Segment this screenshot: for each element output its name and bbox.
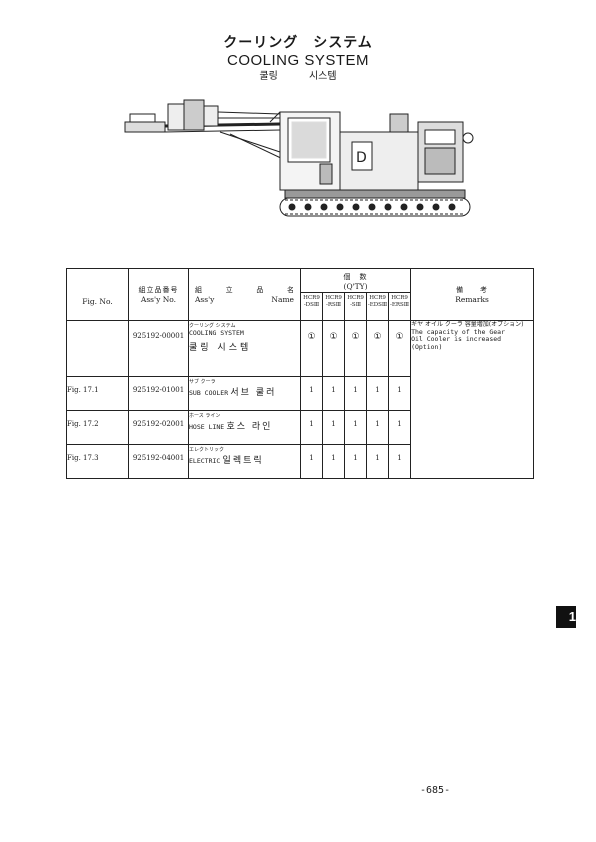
header-assy-name-jp-char-1: 組 [195, 285, 202, 294]
assy-name-ko: 쿨링 시스템 [189, 343, 252, 353]
svg-text:D: D [356, 150, 367, 166]
header-assy-name-jp-char-3: 品 [256, 285, 264, 294]
header-qty-en: (Q'TY) [343, 282, 368, 291]
header-qty-jp: 個 数 [343, 273, 368, 281]
assy-name-ko: 호스 라인 [226, 422, 273, 432]
cell-assy-no: 925192-04001 [128, 444, 189, 479]
cell-qty: 1 [366, 376, 389, 411]
cell-fig: Fig. 17.3 [66, 444, 129, 479]
qty-col-2-line1: HCR9 [325, 295, 342, 301]
header-assy-no-en: Ass'y No. [140, 294, 177, 304]
cell-fig: Fig. 17.1 [66, 376, 129, 411]
header-fig-no-label: Fig. No. [82, 296, 113, 306]
table-row: 925192-00001 クーリング システム COOLING SYSTEM 쿨… [66, 320, 535, 479]
assy-name-ko: 서브 쿨러 [230, 388, 277, 398]
header-qty-columns: HCR9 -DSⅢ HCR9 -RSⅢ HCR9 -SⅢ HCR9 -EDSⅢ [301, 293, 410, 320]
qty-col-1-line1: HCR9 [303, 295, 320, 301]
remarks-jp: ギヤ オイル クーラ 容量増加(オプション) [411, 321, 524, 328]
cell-qty: 1 [300, 444, 323, 479]
header-assy-no: 組立品番号 Ass'y No. [128, 268, 189, 321]
page-title-korean: 쿨링 시스템 [259, 71, 337, 82]
section-tab-marker: 1 [556, 606, 576, 628]
cell-qty: 1 [300, 376, 323, 411]
qty-col-5-line1: HCR9 [391, 295, 408, 301]
cell-qty: 1 [366, 444, 389, 479]
cell-assy-name: ホース ライン HOSE LINE 호스 라인 [188, 410, 301, 445]
qty-col-2-line2: -RSⅢ [325, 302, 342, 308]
remarks-en-line-3: (Option) [411, 342, 443, 351]
table-row: Fig. 17.3 925192-04001 エレクトリック ELECTRIC … [66, 444, 534, 479]
qty-col-4-line1: HCR9 [369, 295, 386, 301]
header-remarks: 備 考 Remarks [410, 268, 535, 321]
header-qty: 個 数 (Q'TY) HCR9 -DSⅢ HCR9 -RSⅢ HCR9 -SⅢ [299, 268, 412, 321]
page-number: -685- [420, 785, 451, 796]
assy-name-en: SUB COOLER [189, 389, 229, 397]
assy-name-en: ELECTRIC [189, 457, 221, 465]
cell-assy-name: エレクトリック ELECTRIC 일렉트릭 [188, 444, 301, 479]
header-remarks-en: Remarks [455, 294, 489, 304]
header-assy-no-jp: 組立品番号 [138, 285, 179, 294]
page-title-block: クーリング システム COOLING SYSTEM 쿨링 시스템 [0, 34, 596, 84]
qty-col-3-line1: HCR9 [347, 295, 364, 301]
table-row: Fig. 17.2 925192-02001 ホース ライン HOSE LINE… [66, 410, 534, 445]
cell-assy-name: サブ クーラ SUB COOLER 서브 쿨러 [188, 376, 301, 411]
cell-fig: Fig. 17.2 [66, 410, 129, 445]
cell-remarks: ギヤ オイル クーラ 容量増加(オプション) The capacity of t… [410, 320, 535, 479]
cell-qty: ① [300, 320, 323, 377]
remarks-en-line-2: Oil Cooler is increased [411, 335, 502, 343]
cell-qty: 1 [387, 444, 412, 479]
drill-rig-illustration: D [124, 99, 474, 217]
header-qty-col-2: HCR9 -RSⅢ [323, 293, 346, 320]
header-qty-col-3: HCR9 -SⅢ [345, 293, 368, 320]
cell-qty: 1 [322, 410, 345, 445]
qty-col-5-line2: -ERSⅢ [390, 302, 410, 308]
header-assy-name-en: Ass'y Name [189, 295, 300, 305]
cell-assy-no: 925192-00001 [128, 320, 189, 377]
cell-qty: 1 [300, 410, 323, 445]
assy-name-ruby: サブ クーラ [189, 379, 216, 385]
cell-qty: 1 [322, 444, 345, 479]
cell-qty: 1 [344, 444, 367, 479]
header-assy-name-en-left: Ass'y [195, 294, 215, 304]
header-assy-name: 組 立 品 名 Ass'y Name [188, 268, 301, 321]
header-qty-col-1: HCR9 -DSⅢ [301, 293, 324, 320]
header-remarks-jp: 備 考 [456, 285, 489, 294]
cell-assy-no: 925192-01001 [128, 376, 189, 411]
cell-qty: ① [344, 320, 367, 377]
assy-name-ruby: ホース ライン [189, 413, 221, 419]
cell-qty: 1 [366, 410, 389, 445]
cell-qty: 1 [387, 410, 412, 445]
page-title-japanese: クーリング システム [223, 35, 373, 51]
cell-assy-name: クーリング システム COOLING SYSTEM 쿨링 시스템 [188, 320, 301, 377]
cell-assy-no: 925192-02001 [128, 410, 189, 445]
parts-table: Fig. No. 組立品番号 Ass'y No. 組 立 品 名 Ass'y N… [66, 268, 535, 479]
header-assy-name-jp-char-4: 名 [286, 285, 294, 294]
cell-qty: 1 [344, 376, 367, 411]
assy-name-ruby: クーリング システム [189, 323, 236, 329]
assy-name-ko: 일렉트릭 [222, 456, 264, 466]
cell-qty: ① [387, 320, 412, 377]
header-assy-name-jp-char-2: 立 [225, 285, 233, 294]
cell-qty: 1 [322, 376, 345, 411]
qty-col-4-line2: -EDSⅢ [367, 302, 388, 308]
cell-fig [66, 320, 129, 377]
cell-qty: 1 [344, 410, 367, 445]
header-qty-title: 個 数 (Q'TY) [301, 269, 411, 293]
assy-name-en: HOSE LINE [189, 423, 225, 431]
cell-qty: ① [366, 320, 389, 377]
header-qty-col-4: HCR9 -EDSⅢ [367, 293, 390, 320]
header-qty-col-5: HCR9 -ERSⅢ [389, 293, 410, 320]
cell-qty: ① [322, 320, 345, 377]
cell-qty: 1 [387, 376, 412, 411]
page-title-english: COOLING SYSTEM [226, 52, 370, 69]
header-fig-no: Fig. No. [66, 268, 129, 321]
qty-col-1-line2: -DSⅢ [303, 302, 320, 308]
header-assy-name-jp: 組 立 品 名 [189, 285, 300, 295]
assy-name-en: COOLING SYSTEM [189, 329, 244, 337]
qty-col-3-line2: -SⅢ [350, 302, 361, 308]
remarks-en-line-1: The capacity of the Gear [411, 327, 505, 336]
header-assy-name-en-right: Name [271, 294, 294, 304]
assy-name-ruby: エレクトリック [189, 447, 225, 453]
